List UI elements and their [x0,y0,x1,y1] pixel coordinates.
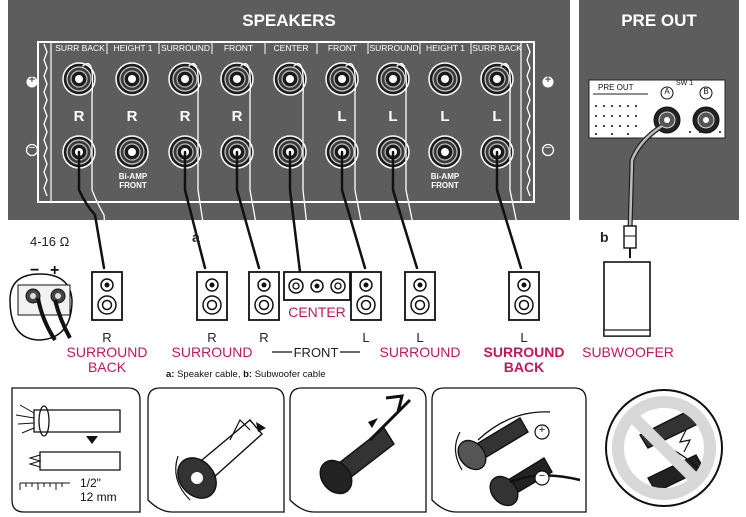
sw-label: SW 1 [676,80,694,87]
biamp-right-label: Bi-AMP FRONT [430,172,460,190]
center-label: CENTER [288,304,346,320]
speaker-side: L [416,330,424,345]
biamp-left-label: Bi-AMP FRONT [118,172,148,190]
speaker-side: R [102,330,112,345]
header-surr-back-l: SURR BACK [472,43,522,53]
minus-icon: − [28,142,36,154]
channel-label: L [492,108,502,125]
speaker-side: L [362,330,370,345]
channel-label: R [179,108,191,125]
header-surround-l: SURROUND [369,43,419,53]
header-surround-r: SURROUND [160,43,211,53]
bottom-terminal-row [62,135,514,169]
speaker-name-surround-r: SURROUND [171,344,253,360]
step-loosen-terminal [175,418,266,501]
minus-icon: − [538,470,546,482]
channel-label: L [388,108,398,125]
strip-length-inch: 1/2" [80,476,101,490]
steps [11,387,723,513]
terminal-plus: + [50,262,60,279]
speaker-name-surround-l: SURROUND [379,344,461,360]
channel-label: R [126,108,138,125]
header-front-r: FRONT [223,43,254,53]
speaker-surround-back-l [508,271,540,321]
step-prohibited-short [612,396,716,500]
front-label: FRONT [293,345,339,360]
plus-icon: + [544,74,552,86]
header-height1-l: HEIGHT 1 [425,43,466,53]
speaker-name-surround-back-l: SURROUND BACK [483,344,565,375]
speaker-side: L [520,330,528,345]
channel-label: L [440,108,450,125]
preout-board-label: PRE OUT [598,83,634,92]
plus-icon: + [538,424,546,436]
header-height1-r: HEIGHT 1 [113,43,153,53]
header-front-l: FRONT [327,43,358,53]
jack-a-label: A [664,87,670,96]
step-tighten [454,411,581,507]
terminal-minus: − [30,262,40,279]
speaker-side: R [207,330,217,345]
channel-label: R [231,108,243,125]
channel-label: L [337,108,347,125]
speakers-title: SPEAKERS [242,11,336,30]
speaker-name-surround-back-r: SURROUND BACK [66,344,148,375]
speaker-surround-r [196,271,228,321]
strip-length-mm: 12 mm [80,490,117,504]
speaker-surround-back-r [91,271,123,321]
plus-icon: + [28,74,36,86]
minus-icon: − [544,142,552,154]
top-terminal-row [62,62,514,96]
speaker-surround-l [404,271,436,321]
cable-a-label: a [192,229,200,245]
cable-legend: a: Speaker cable, b: Subwoofer cable [166,369,326,380]
preout-title: PRE OUT [621,11,697,30]
impedance-label: 4-16 Ω [30,234,70,249]
header-center: CENTER [273,43,309,53]
header-surr-back-r: SURR BACK [55,43,105,53]
channel-label: R [73,108,85,125]
speaker-side: R [259,330,269,345]
step-insert-wire [319,394,412,495]
subwoofer-label: SUBWOOFER [582,344,674,360]
step-strip-wire [15,404,121,490]
jack-b-label: B [703,87,709,96]
cable-b-label: b [600,229,609,245]
speaker-center [283,271,351,301]
terminal-closeup [9,273,73,342]
